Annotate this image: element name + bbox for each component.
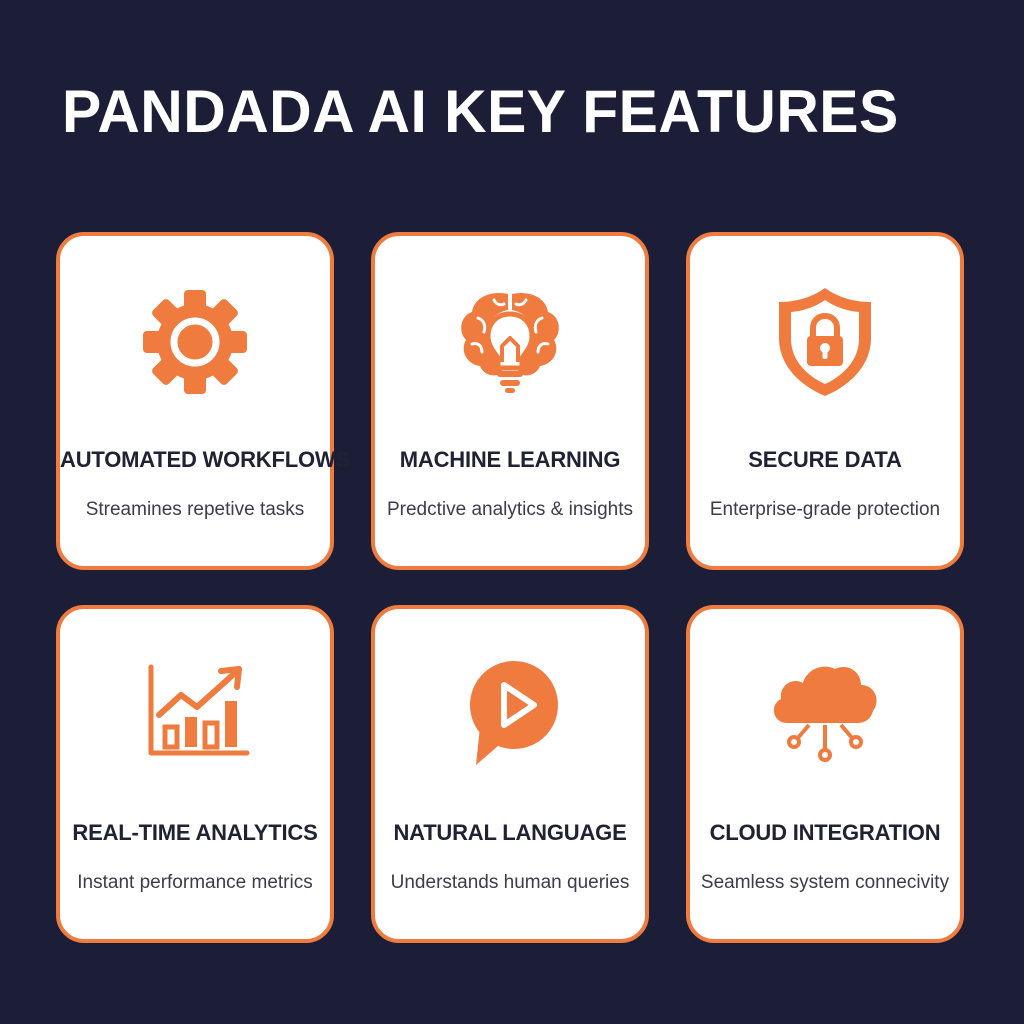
feature-description: Predctive analytics & insights bbox=[386, 499, 634, 520]
growth-chart-icon bbox=[60, 649, 330, 781]
feature-card-real-time-analytics: REAL-TIME ANALYTICS Instant performance … bbox=[56, 605, 334, 943]
feature-title: NATURAL LANGUAGE bbox=[393, 820, 627, 845]
feature-card-natural-language: NATURAL LANGUAGE Understands human queri… bbox=[371, 605, 649, 943]
feature-description: Instant performance metrics bbox=[77, 872, 313, 893]
feature-card-cloud-integration: CLOUD INTEGRATION Seamless system connec… bbox=[686, 605, 964, 943]
page-title: PANDADA AI KEY FEATURES bbox=[62, 78, 899, 145]
feature-card-automated-workflows: AUTOMATED WORKFLOWS Streamines repetive … bbox=[56, 232, 350, 570]
feature-title: REAL-TIME ANALYTICS bbox=[72, 820, 318, 845]
feature-description: Seamless system connecivity bbox=[700, 872, 950, 893]
feature-description: Understands human queries bbox=[390, 872, 630, 893]
feature-card-machine-learning: MACHINE LEARNING Predctive analytics & i… bbox=[371, 232, 649, 570]
feature-description: Enterprise-grade protection bbox=[709, 499, 941, 520]
feature-title: AUTOMATED WORKFLOWS bbox=[60, 447, 350, 472]
chat-play-icon bbox=[375, 649, 645, 781]
cloud-network-icon bbox=[690, 649, 960, 781]
feature-card-secure-data: SECURE DATA Enterprise-grade protection bbox=[686, 232, 964, 570]
feature-description: Streamines repetive tasks bbox=[85, 499, 305, 520]
feature-title: SECURE DATA bbox=[748, 447, 902, 472]
feature-title: MACHINE LEARNING bbox=[399, 447, 621, 472]
gear-icon bbox=[60, 276, 330, 408]
shield-lock-icon bbox=[690, 276, 960, 408]
feature-title: CLOUD INTEGRATION bbox=[709, 820, 941, 845]
brain-lightbulb-icon bbox=[375, 276, 645, 408]
